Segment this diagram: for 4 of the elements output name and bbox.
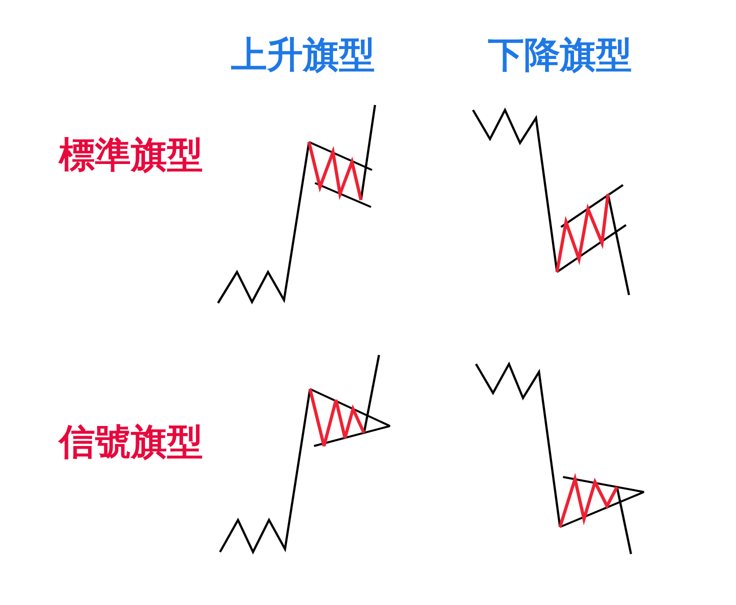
row-heading: 標準旗型: [59, 138, 203, 174]
row-heading: 信號旗型: [59, 425, 203, 461]
column-heading: 下降旗型: [488, 38, 632, 74]
column-heading: 上升旗型: [231, 38, 375, 74]
